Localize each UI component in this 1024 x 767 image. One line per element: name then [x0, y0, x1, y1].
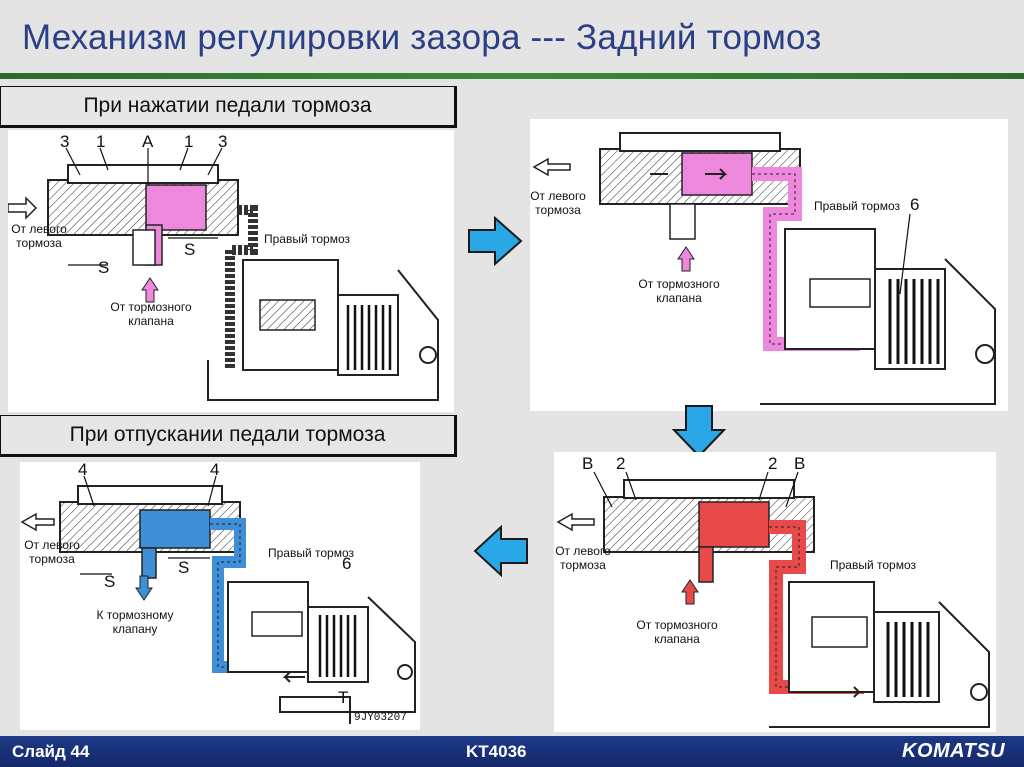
callout-1-left: 1 — [96, 132, 106, 151]
callout-3-left: 3 — [60, 132, 70, 151]
section-label-press: При нажатии педали тормоза — [0, 86, 457, 128]
label-from-left-brake: От левого тормоза — [555, 544, 611, 572]
callout-2-right: 2 — [768, 454, 778, 473]
label-right-brake: Правый тормоз — [263, 232, 350, 246]
mechanism-drawing-4 — [556, 471, 990, 728]
callout-s-left: S — [98, 258, 110, 277]
flow-arrow-right-icon — [468, 216, 523, 266]
callout-b-right: B — [794, 454, 806, 473]
callout-4-right: 4 — [210, 460, 220, 479]
section-label-release: При отпускании педали тормоза — [0, 415, 457, 457]
callout-1-right: 1 — [184, 132, 194, 151]
callout-a: A — [142, 132, 154, 151]
mechanism-drawing-2 — [532, 132, 996, 405]
callout-t: T — [338, 688, 349, 707]
callout-s-left: S — [104, 572, 116, 591]
label-right-brake: Правый тормоз — [267, 546, 354, 560]
diagram-panel-press-applied: 6 От левого тормоза Правый тормоз От тор… — [530, 119, 1008, 411]
label-from-left-brake: От левого тормоза — [24, 538, 80, 566]
figure-code: 9JY03207 — [354, 712, 407, 724]
callout-b-left: B — [582, 454, 594, 473]
mechanism-drawing-1 — [8, 147, 439, 401]
label-from-brake-valve: От тормозного клапана — [110, 300, 192, 328]
flow-arrow-left-icon — [473, 525, 528, 577]
flow-arrow-down-icon — [672, 405, 726, 458]
label-from-brake-valve: От тормозного клапана — [638, 277, 720, 305]
document-code: KT4036 — [466, 742, 527, 761]
pressure-chamber — [698, 501, 770, 548]
pressure-chamber — [139, 509, 211, 549]
diagram-panel-press-initial: 3 1 A 1 3 S S От левого тормоза Правый т… — [8, 130, 454, 412]
callout-s-right: S — [178, 558, 190, 577]
label-right-brake: Правый тормоз — [829, 558, 916, 572]
callout-6: 6 — [342, 554, 352, 573]
label-to-brake-valve: К тормозному клапану — [96, 608, 174, 636]
callout-4-left: 4 — [78, 460, 88, 479]
callout-3-right: 3 — [218, 132, 228, 151]
title-divider — [0, 73, 1024, 79]
label-from-left-brake: От левого тормоза — [530, 189, 586, 217]
label-from-brake-valve: От тормозного клапана — [636, 618, 718, 646]
pressure-chamber — [145, 184, 207, 231]
mechanism-drawing-3 — [20, 475, 416, 724]
slide-number: Слайд 44 — [12, 742, 90, 761]
label-from-left-brake: От левого тормоза — [11, 222, 67, 250]
callout-2-left: 2 — [616, 454, 626, 473]
label-right-brake: Правый тормоз — [813, 199, 900, 213]
brand-logo: KOMATSU — [902, 740, 1006, 762]
diagram-panel-release-final: 4 4 S S 6 T От левого тормоза Правый тор… — [20, 460, 420, 730]
diagram-panel-release-initial: B 2 2 B От левого тормоза Правый тормоз … — [554, 452, 996, 732]
footer-bar: Слайд 44 KT4036 KOMATSU — [0, 736, 1024, 767]
callout-s-right: S — [184, 240, 196, 259]
slide-title: Механизм регулировки зазора --- Задний т… — [22, 18, 822, 57]
callout-6: 6 — [910, 195, 920, 214]
